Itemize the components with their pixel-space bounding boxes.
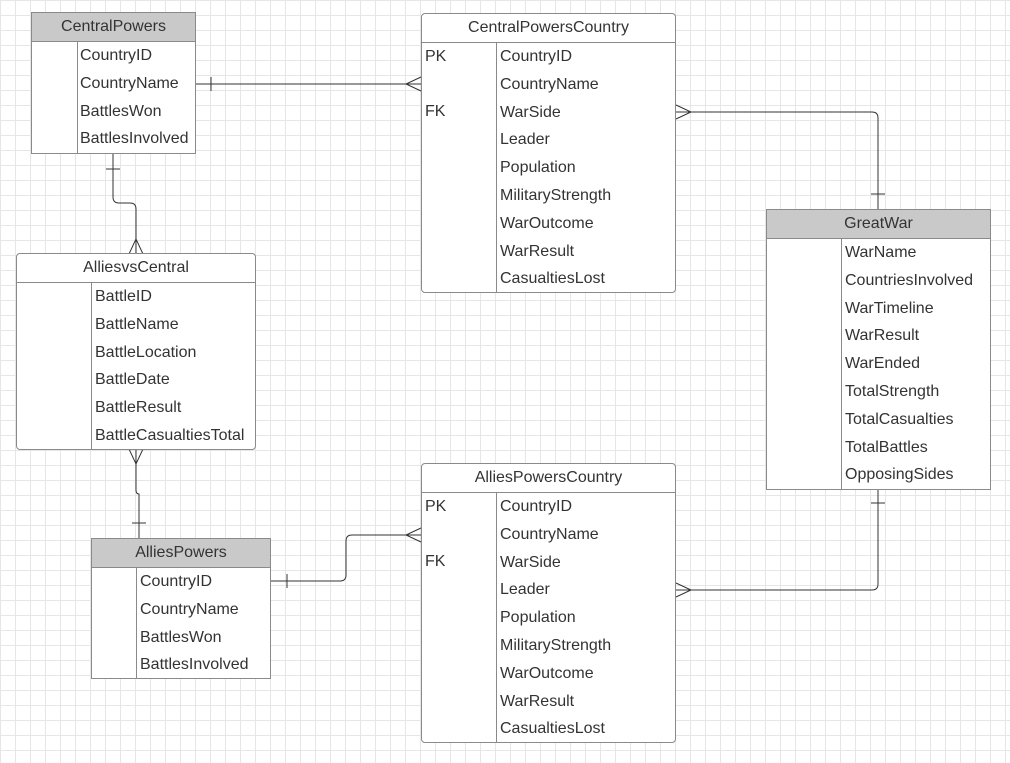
crowfoot-many xyxy=(404,527,422,543)
field-country-name: CountryName xyxy=(140,600,239,618)
connector-line xyxy=(676,111,879,209)
crowfoot-many xyxy=(675,104,693,120)
rel-centralpowers-centralpowerscountry xyxy=(196,76,422,92)
field-list: BattleID BattleName BattleLocation Battl… xyxy=(95,283,244,450)
field-battle-id: BattleID xyxy=(95,288,152,305)
column-divider xyxy=(496,493,497,742)
field-war-side: WarSide xyxy=(500,553,561,571)
field-war-outcome: WarOutcome xyxy=(500,214,594,232)
field-list: CountryID CountryName WarSide Leader Pop… xyxy=(500,493,611,743)
field-list: CountryID CountryName BattlesWon Battles… xyxy=(80,42,189,153)
crowfoot-many xyxy=(404,76,422,92)
field-country-id: CountryID xyxy=(140,573,213,590)
crowfoot-many xyxy=(128,448,144,466)
field-war-ended: WarEnded xyxy=(845,355,920,373)
field-population: Population xyxy=(500,159,576,177)
crowfoot-many xyxy=(675,582,693,598)
column-divider xyxy=(77,42,78,153)
field-country-name: CountryName xyxy=(500,525,599,543)
field-country-id: CountryID xyxy=(500,48,573,65)
field-battles-won: BattlesWon xyxy=(80,102,162,120)
field-country-id: CountryID xyxy=(80,47,153,64)
entity-central-powers-country[interactable]: CentralPowersCountry PK FK CountryID Cou… xyxy=(421,13,676,293)
column-divider xyxy=(496,43,497,292)
field-war-name: WarName xyxy=(845,244,917,261)
field-battle-name: BattleName xyxy=(95,315,179,333)
column-divider xyxy=(136,568,137,678)
connector-line xyxy=(676,489,879,591)
entity-title: GreatWar xyxy=(767,210,990,239)
field-war-outcome: WarOutcome xyxy=(500,664,594,682)
field-war-result: WarResult xyxy=(500,242,575,260)
primary-key-label: PK xyxy=(425,498,447,515)
field-war-side: WarSide xyxy=(500,103,561,121)
connector-line xyxy=(112,154,137,254)
entity-title: CentralPowers xyxy=(32,13,195,42)
foreign-key-label: FK xyxy=(425,103,446,120)
field-list: CountryID CountryName WarSide Leader Pop… xyxy=(500,43,611,293)
entity-great-war[interactable]: GreatWar WarName CountriesInvolved WarTi… xyxy=(766,209,991,490)
connector-line xyxy=(271,534,421,582)
field-battle-date: BattleDate xyxy=(95,371,170,389)
primary-key-label: PK xyxy=(425,48,447,65)
field-leader: Leader xyxy=(500,131,550,149)
entity-title: AlliesPowersCountry xyxy=(422,464,675,493)
column-divider xyxy=(841,239,842,489)
entity-allies-powers-country[interactable]: AlliesPowersCountry PK FK CountryID Coun… xyxy=(421,463,676,743)
rel-greatwar-alliespowerscountry xyxy=(675,489,885,598)
entity-allies-powers[interactable]: AlliesPowers CountryID CountryName Battl… xyxy=(91,538,271,679)
field-battle-location: BattleLocation xyxy=(95,343,197,361)
field-war-result: WarResult xyxy=(500,692,575,710)
field-list: CountryID CountryName BattlesWon Battles… xyxy=(140,568,249,679)
crowfoot-many xyxy=(128,237,144,255)
field-total-strength: TotalStrength xyxy=(845,382,940,400)
entity-title: AlliesPowers xyxy=(92,539,270,568)
field-war-result: WarResult xyxy=(845,327,920,345)
field-battle-result: BattleResult xyxy=(95,399,182,417)
field-list: WarName CountriesInvolved WarTimeline Wa… xyxy=(845,239,973,489)
column-divider xyxy=(91,283,92,449)
foreign-key-label: FK xyxy=(425,553,446,570)
field-countries-involved: CountriesInvolved xyxy=(845,271,974,289)
rel-alliespowers-alliespowerscountry xyxy=(271,527,422,588)
field-casualties-lost: CasualtiesLost xyxy=(500,720,605,738)
connector-line xyxy=(135,449,140,538)
field-battles-involved: BattlesInvolved xyxy=(140,656,249,674)
field-military-strength: MilitaryStrength xyxy=(500,636,612,654)
rel-alliesvscentral-alliespowers xyxy=(128,448,146,538)
field-leader: Leader xyxy=(500,581,550,599)
field-country-name: CountryName xyxy=(80,74,179,92)
rel-greatwar-centralpowerscountry xyxy=(675,104,885,209)
field-opposing-sides: OpposingSides xyxy=(845,466,954,484)
field-casualties-lost: CasualtiesLost xyxy=(500,270,605,288)
field-total-casualties: TotalCasualties xyxy=(845,410,954,428)
field-battles-involved: BattlesInvolved xyxy=(80,130,189,148)
entity-title: AlliesvsCentral xyxy=(17,254,255,283)
field-total-battles: TotalBattles xyxy=(845,438,928,456)
field-war-timeline: WarTimeline xyxy=(845,299,934,317)
field-military-strength: MilitaryStrength xyxy=(500,186,612,204)
field-battle-casualties-total: BattleCasualtiesTotal xyxy=(95,426,245,444)
entity-title: CentralPowersCountry xyxy=(422,14,675,43)
rel-centralpowers-alliesvscentral xyxy=(106,154,144,255)
field-country-name: CountryName xyxy=(500,75,599,93)
field-battles-won: BattlesWon xyxy=(140,628,222,646)
field-country-id: CountryID xyxy=(500,498,573,515)
entity-central-powers[interactable]: CentralPowers CountryID CountryName Batt… xyxy=(31,12,196,154)
field-population: Population xyxy=(500,609,576,627)
entity-allies-vs-central[interactable]: AlliesvsCentral BattleID BattleName Batt… xyxy=(16,253,256,450)
